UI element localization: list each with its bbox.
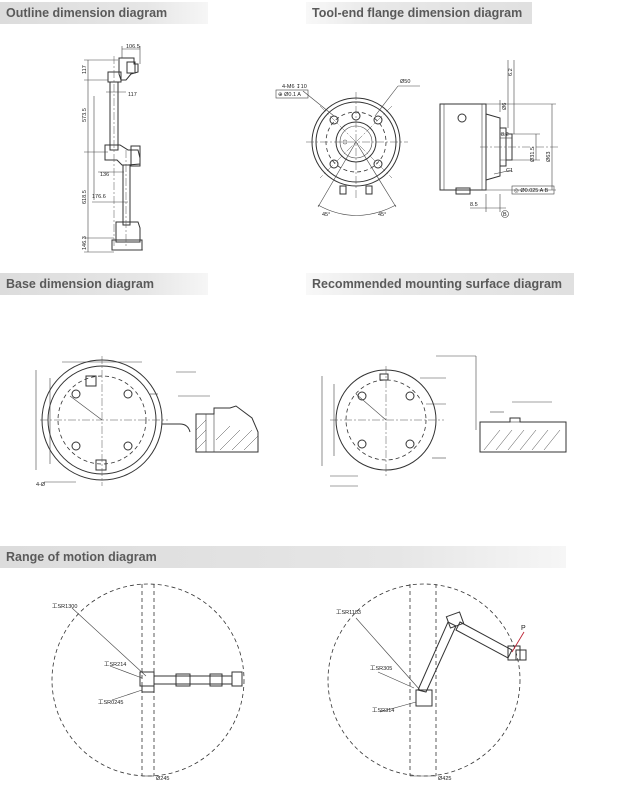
flange-8-5: 8.5 [470,202,478,208]
motion-right-p: P [521,625,526,632]
flange-front-view: 45° 45° 4-M6 ↧10 ⊕ Ø0.1 A Ø50 [275,79,420,218]
base-hole-callout: 4-Ø [36,482,46,488]
motion-right-sr1183: 工SR1183 [336,609,361,616]
flange-phi31-5: Ø31.5 [530,147,536,162]
flange-phi63: Ø63 [546,152,552,162]
flange-6-2: 6.2 [508,68,514,76]
flange-datum-b: B [503,212,507,218]
flange-h6: Ø6 [502,103,508,110]
motion-left-phi245: Ø245 [156,776,169,782]
flange-angle-45-left: 45° [322,212,330,218]
outline-drawing: 106.5 117 117 573.5 136 176.6 618.5 146.… [82,44,143,253]
dim-106-5: 106.5 [126,44,140,50]
flange-angle-45-right: 45° [378,212,386,218]
dim-117-a: 117 [82,65,88,74]
flange-c1: C1 [506,168,513,174]
base-header: Base dimension diagram [0,273,208,295]
outline-header: Outline dimension diagram [0,2,208,24]
motion-right-phi425: Ø425 [438,776,451,782]
dim-117-b: 117 [128,92,137,98]
motion-right-sr314: 工SR314 [372,707,394,714]
motion-left-drawing: 工SR1300 工SR214 工SR0245 Ø245 [51,583,245,782]
mount-drawing [321,355,567,487]
flange-side-view: Ø6 6.2 8.2 Ø31.5 Ø63 C1 ◎ Ø0.025 A B 8.5… [439,60,560,218]
mount-header: Recommended mounting surface diagram [306,273,574,295]
flange-header: Tool-end flange dimension diagram [306,2,532,24]
dim-136: 136 [100,172,109,178]
motion-left-sr214: 工SR214 [104,661,126,668]
motion-right-sr305: 工SR305 [370,665,392,672]
motion-header: Range of motion diagram [0,546,566,568]
motion-left-sr0245: 工SR0245 [98,699,123,706]
dim-618-5: 618.5 [82,190,88,204]
base-drawing: 4-Ø [35,356,259,488]
motion-right-drawing: 工SR1183 工SR305 工SR314 Ø425 P [327,583,527,782]
flange-8-2: 8.2 [501,132,509,138]
flange-position-tol: ⊕ Ø0.1 A [278,92,301,98]
dim-573-5: 573.5 [82,108,88,122]
flange-m6-callout: 4-M6 ↧10 [282,84,307,90]
motion-left-sr1300: 工SR1300 [52,603,77,610]
flange-runout-tol: ◎ Ø0.025 A B [514,188,548,194]
flange-phi50: Ø50 [400,79,410,85]
dim-176-6: 176.6 [92,194,106,200]
dim-146-3: 146.3 [82,236,88,250]
